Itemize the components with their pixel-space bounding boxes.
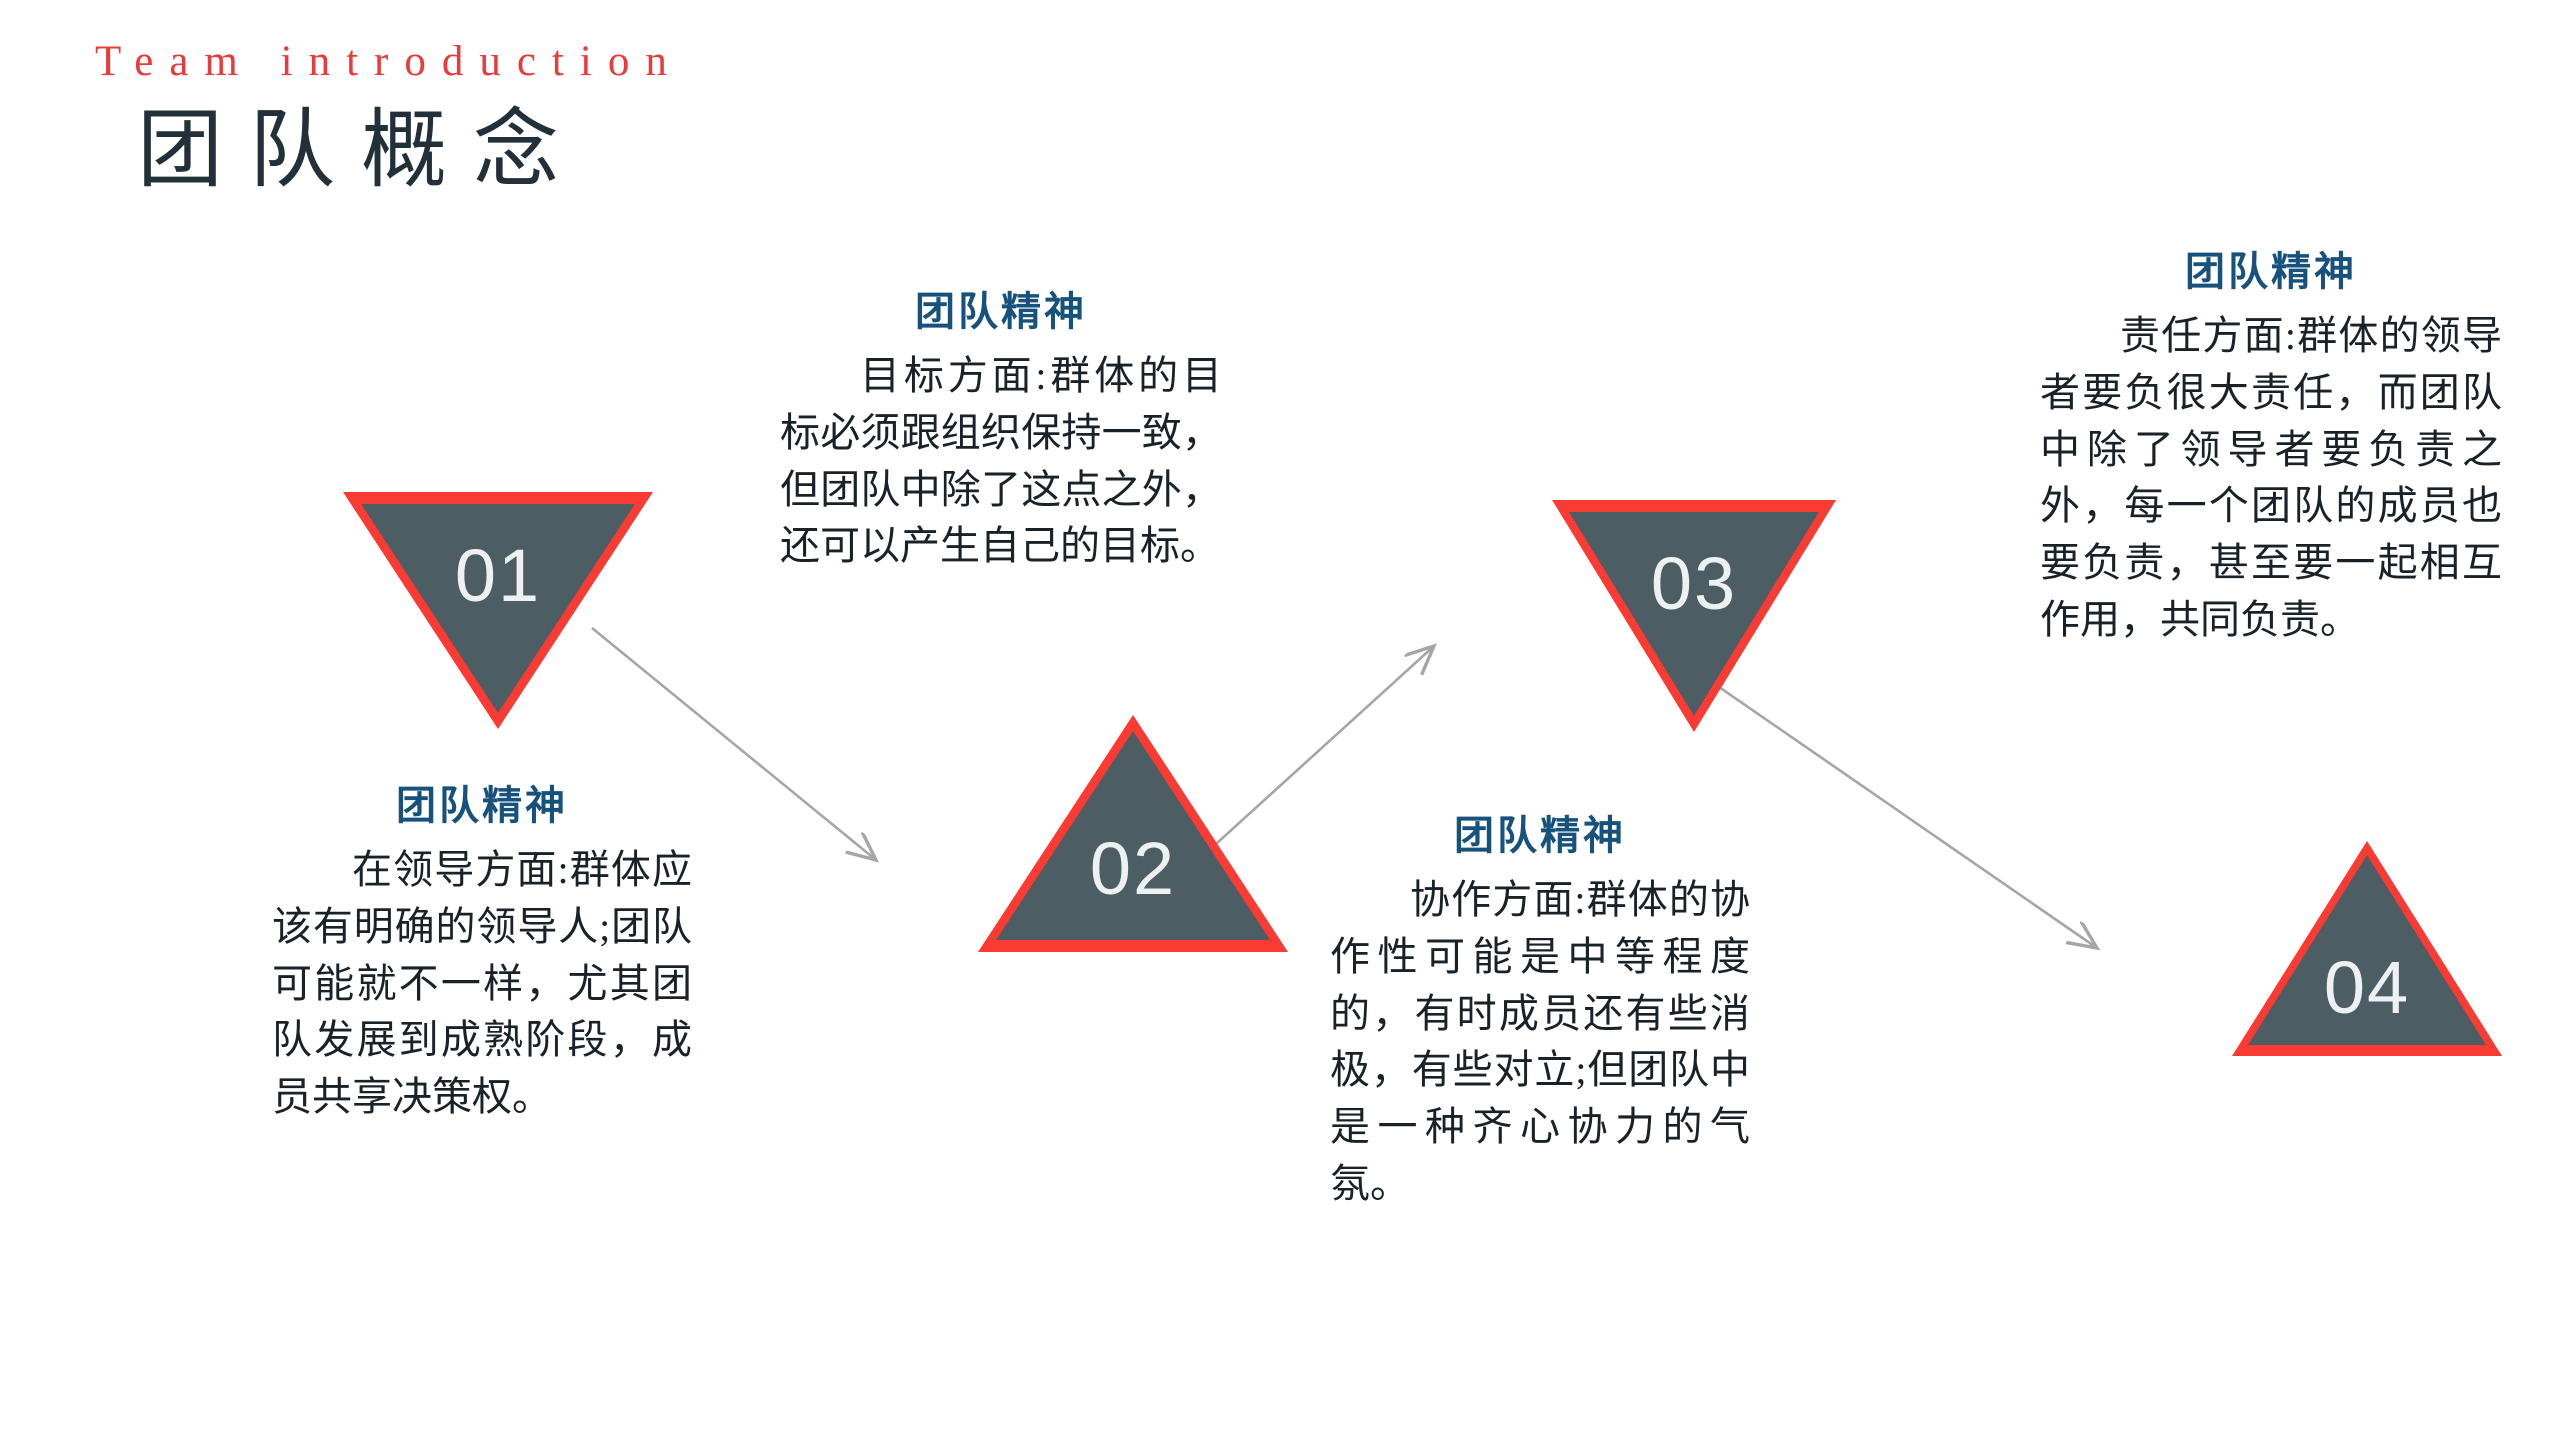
triangle-inner-04 (2248, 855, 2486, 1045)
triangle-marker-04[interactable]: 04 (2232, 841, 2502, 1056)
content-block-02: 团队精神 目标方面:群体的目标必须跟组织保持一致，但团队中除了这点之外，还可以产… (780, 288, 1222, 575)
block-04-body: 责任方面:群体的领导者要负很大责任，而团队中除了领导者要负责之外，每一个团队的成… (2040, 313, 2502, 642)
block-03-title: 团队精神 (1454, 813, 1626, 858)
page-subtitle-english: Team introduction (95, 38, 683, 85)
triangle-number-03: 03 (1650, 542, 1738, 625)
triangle-number-04: 04 (2323, 946, 2411, 1029)
triangle-inner-02 (996, 731, 1270, 940)
page-header: Team introduction 团队概念 (95, 40, 683, 195)
page-title: 团队概念 (137, 102, 585, 198)
block-01-body: 在领导方面:群体应该有明确的领导人;团队可能就不一样，尤其团队发展到成熟阶段，成… (272, 847, 692, 1120)
triangle-marker-03[interactable]: 03 (1552, 500, 1836, 732)
content-block-03: 团队精神 协作方面:群体的协作性可能是中等程度的，有时成员还有些消极，有些对立;… (1330, 812, 1750, 1213)
block-01-title: 团队精神 (396, 783, 568, 828)
triangle-number-01: 01 (454, 534, 542, 617)
content-block-01: 团队精神 在领导方面:群体应该有明确的领导人;团队可能就不一样，尤其团队发展到成… (272, 782, 692, 1126)
content-block-04: 团队精神 责任方面:群体的领导者要负很大责任，而团队中除了领导者要负责之外，每一… (2040, 248, 2502, 649)
triangle-number-02: 02 (1089, 827, 1177, 910)
block-02-title: 团队精神 (915, 289, 1087, 334)
triangle-marker-01[interactable]: 01 (343, 492, 653, 729)
triangle-marker-02[interactable]: 02 (978, 715, 1288, 952)
block-04-title: 团队精神 (2185, 249, 2357, 294)
block-02-body: 目标方面:群体的目标必须跟组织保持一致，但团队中除了这点之外，还可以产生自己的目… (780, 353, 1222, 569)
block-03-body: 协作方面:群体的协作性可能是中等程度的，有时成员还有些消极，有些对立;但团队中是… (1330, 877, 1750, 1206)
triangle-inner-01 (361, 504, 635, 713)
triangle-inner-03 (1569, 512, 1819, 716)
